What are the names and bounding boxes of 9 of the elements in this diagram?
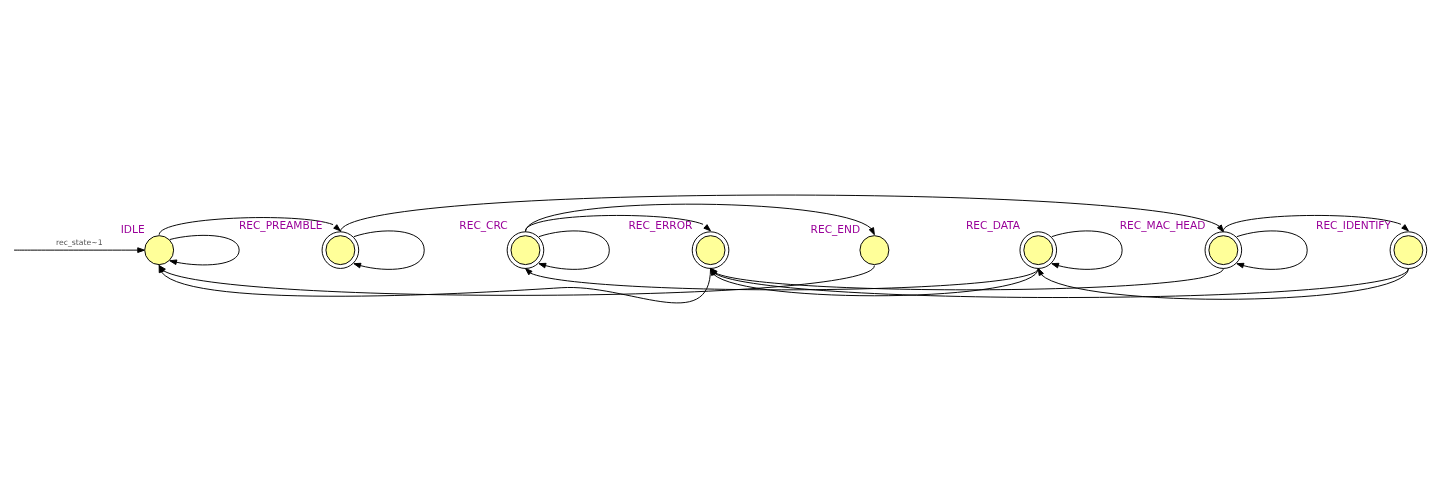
node-label: REC_IDENTIFY — [1316, 218, 1391, 231]
node-label: REC_END — [810, 222, 861, 235]
node-label: REC_ERROR — [628, 218, 693, 231]
node-label: REC_MAC_HEAD — [1119, 218, 1206, 231]
node-label: REC_CRC — [459, 218, 508, 231]
edge-label: rec_state~1 — [55, 237, 103, 247]
node-label: REC_PREAMBLE — [238, 218, 323, 231]
node-label: REC_DATA — [965, 218, 1020, 231]
node-label: IDLE — [120, 222, 145, 235]
